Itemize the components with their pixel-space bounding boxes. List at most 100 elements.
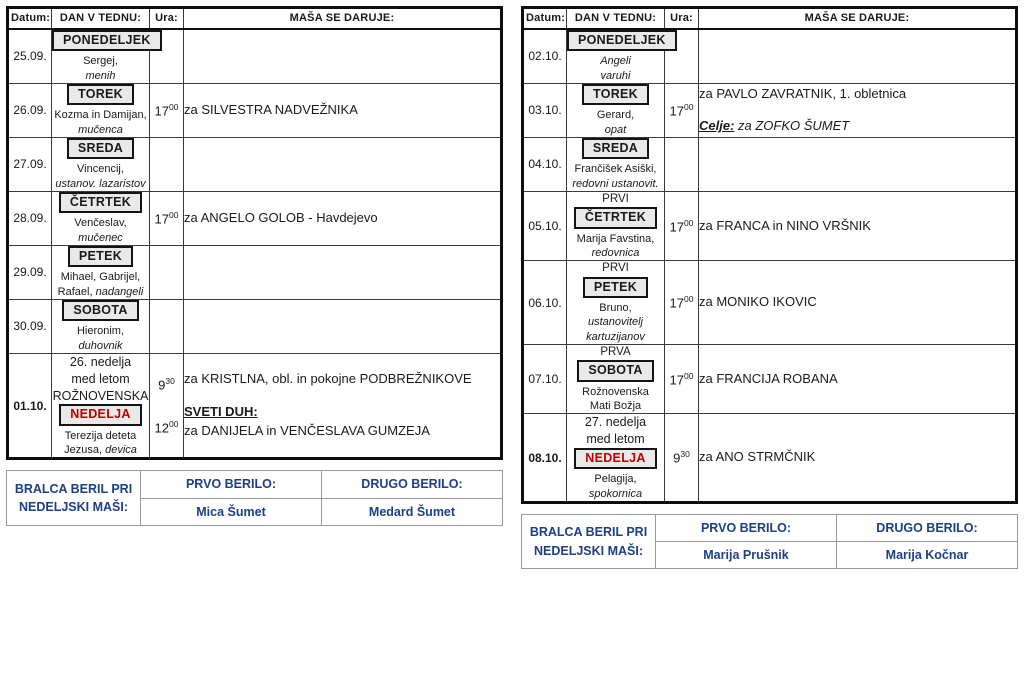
header-day: DAN V TEDNU:: [51, 7, 150, 30]
day-name-badge: NEDELJA: [574, 447, 657, 470]
mass-time: 1700: [154, 101, 179, 119]
day-cell: SOBOTA Hieronim,duhovnik: [51, 298, 150, 354]
header-mass: MAŠA SE DARUJE:: [698, 7, 1017, 30]
mass-location-label: Celje:: [699, 118, 735, 134]
saint-name: Gerard,opat: [596, 109, 635, 136]
date-cell: 28.09.: [7, 190, 52, 246]
time-cell: 1700: [664, 260, 699, 345]
header-date: Datum:: [522, 7, 567, 30]
week-panel-left: Datum: DAN V TEDNU: Ura: MAŠA SE DARUJE:…: [6, 6, 503, 685]
date-cell: 03.10.: [522, 82, 567, 138]
readers-label: BRALCA BERIL PRI NEDELJSKI MAŠI:: [521, 513, 656, 570]
day-prefix-label: PRVI: [602, 262, 629, 275]
mass-intention-cell: [183, 298, 502, 354]
week-panel-right: Datum: DAN V TEDNU: Ura: MAŠA SE DARUJE:…: [521, 6, 1018, 685]
saint-name: Sergej,menih: [83, 55, 118, 82]
day-name-badge: ČETRTEK: [58, 191, 143, 214]
table-header-row: Datum: DAN V TEDNU: Ura: MAŠA SE DARUJE:: [522, 7, 1017, 30]
readers-table-right: BRALCA BERIL PRI NEDELJSKI MAŠI: PRVO BE…: [521, 513, 1018, 570]
mass-location-label: SVETI DUH:: [184, 404, 258, 420]
date-cell: 27.09.: [7, 136, 52, 192]
saint-name: Venčeslav,mučenec: [74, 217, 127, 244]
date-cell: 06.10.: [522, 260, 567, 345]
mass-time: 1700: [669, 370, 694, 387]
readers-label-line2: NEDELJSKI MAŠI:: [533, 543, 644, 558]
header-time: Ura:: [664, 7, 699, 30]
saint-name: Frančišek Asiški,redovni ustanovit.: [572, 163, 659, 190]
mass-intention-cell: za ANGELO GOLOB - Havdejevo: [183, 190, 502, 246]
date-cell: 29.09.: [7, 244, 52, 300]
mass-intention-line: SVETI DUH:za DANIJELA in VENČESLAVA GUMZ…: [184, 404, 430, 439]
time-cell: [149, 136, 184, 192]
readers-label-line1: BRALCA BERIL PRI: [529, 525, 648, 540]
header-day: DAN V TEDNU:: [566, 7, 665, 30]
second-reader-name: Medard Šumet: [321, 497, 503, 526]
date-cell: 08.10.: [522, 413, 567, 503]
mass-time: 1700: [669, 101, 694, 119]
readers-value-row: Marija Prušnik Marija Kočnar: [522, 541, 1018, 570]
mass-intention-line: za KRISTLNA, obl. in pokojne PODBREŽNIKO…: [184, 371, 472, 387]
mass-intention-cell: za FRANCA in NINO VRŠNIK: [698, 190, 1017, 262]
day-name-badge: PONEDELJEK: [567, 30, 677, 52]
day-name-badge: NEDELJA: [59, 404, 142, 426]
mass-intention-cell: [183, 28, 502, 84]
day-name-badge: SREDA: [66, 137, 135, 160]
mass-intention-cell: za FRANCIJA ROBANA: [698, 343, 1017, 415]
mass-location-intention: za ZOFKO ŠUMET: [734, 118, 850, 134]
table-header-row: Datum: DAN V TEDNU: Ura: MAŠA SE DARUJE:: [7, 7, 502, 30]
readers-label: BRALCA BERIL PRI NEDELJSKI MAŠI:: [6, 470, 141, 526]
header-date: Datum:: [7, 7, 52, 30]
readers-value-row: Mica Šumet Medard Šumet: [7, 497, 503, 526]
date-cell: 26.09.: [7, 82, 52, 138]
mass-intention-cell: [183, 136, 502, 192]
mass-intention-line: za FRANCA in NINO VRŠNIK: [699, 217, 871, 233]
day-prefix-label: PRVI: [602, 192, 629, 205]
mass-time: 1700: [669, 217, 694, 234]
mass-intention-line: za ANO STRMČNIK: [699, 449, 816, 465]
day-name-badge: SOBOTA: [577, 360, 654, 382]
saint-name: Hieronim,duhovnik: [76, 325, 125, 352]
second-reader-name: Marija Kočnar: [836, 541, 1018, 570]
mass-intention-line: Celje: za ZOFKO ŠUMET: [699, 117, 1015, 136]
day-name-badge: PETEK: [67, 245, 134, 268]
mass-intention-cell: [183, 244, 502, 300]
saint-name: Pelagija,spokornica: [588, 473, 643, 500]
mass-time: 1700: [669, 294, 694, 311]
first-reader-name: Marija Prušnik: [655, 541, 837, 570]
day-name-badge: ČETRTEK: [573, 207, 658, 229]
first-reader-name: Mica Šumet: [140, 497, 322, 526]
time-cell: [664, 136, 699, 192]
header-time: Ura:: [149, 7, 184, 30]
readers-label-line2: NEDELJSKI MAŠI:: [18, 500, 129, 515]
mass-intention-cell: za KRISTLNA, obl. in pokojne PODBREŽNIKO…: [183, 352, 502, 460]
date-cell: 07.10.: [522, 343, 567, 415]
day-prefix-label: PRVA: [600, 345, 631, 358]
day-name-badge: SOBOTA: [62, 299, 139, 322]
readers-header-row: BRALCA BERIL PRI NEDELJSKI MAŠI: PRVO BE…: [6, 470, 503, 526]
